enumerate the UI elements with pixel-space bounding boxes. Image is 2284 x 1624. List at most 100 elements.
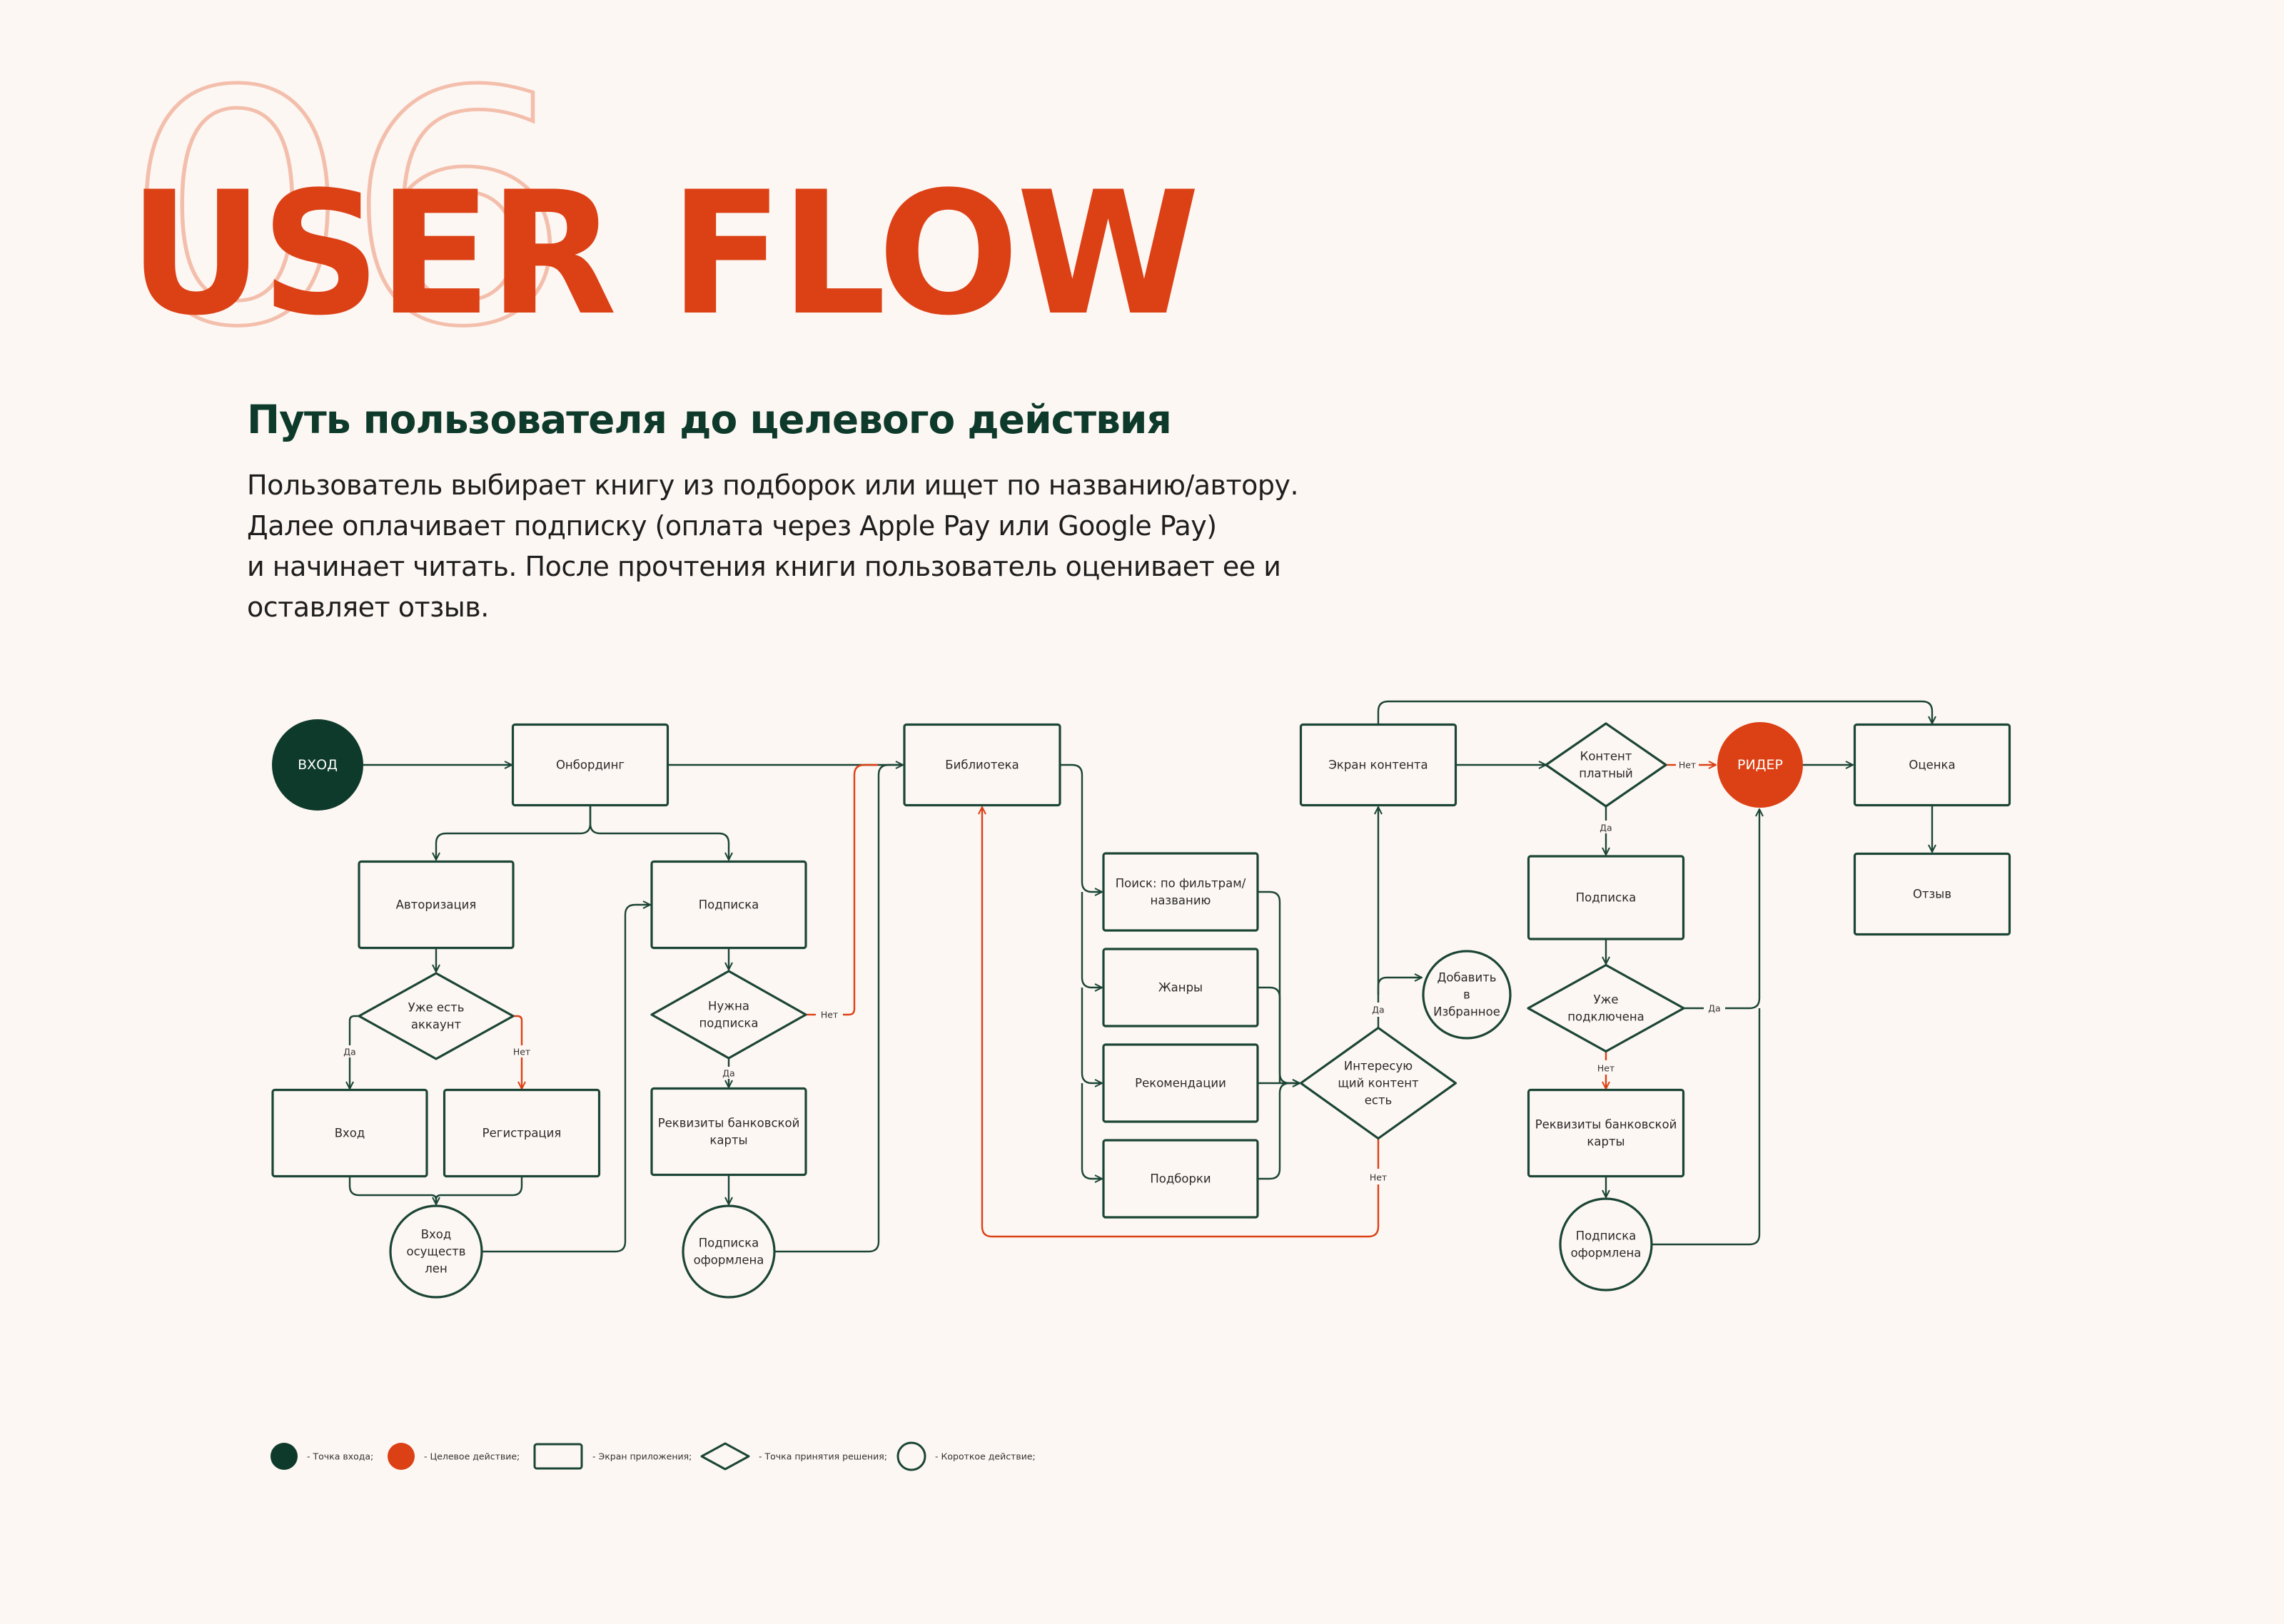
short-action-shape: [389, 1204, 483, 1299]
decision-shape: [358, 972, 515, 1060]
edge-label-yes: Да: [722, 1068, 734, 1079]
node-has-account: Уже есть аккаунт: [358, 972, 515, 1060]
screen-shape: [443, 1088, 601, 1178]
legend-label: - Экран приложения;: [592, 1451, 692, 1462]
screen-shape: [1102, 1139, 1259, 1219]
node-card-details-left: Реквизиты банковской карты: [650, 1087, 807, 1177]
edge-label-yes: Да: [1600, 823, 1612, 833]
node-label: щий контент: [1338, 1077, 1419, 1090]
node-label: Рекомендации: [1135, 1077, 1226, 1090]
node-label: аккаунт: [411, 1018, 462, 1032]
legend-item-screen: - Экран приложения;: [533, 1443, 692, 1470]
node-label: Подписка: [1576, 891, 1637, 905]
node-onboarding: Онбординг: [511, 723, 669, 807]
node-label: есть: [1365, 1094, 1393, 1107]
screen-shape: [1102, 852, 1259, 932]
node-subscribed-right: Подписка оформлена: [1559, 1197, 1653, 1291]
edge-onboarding-authorization: [436, 806, 592, 860]
edge-interesting-favorites: [1377, 978, 1422, 995]
node-label: карты: [1587, 1135, 1624, 1149]
edge-subscribed-right-reader: [1652, 1008, 1761, 1246]
node-label: Нужна: [708, 1000, 749, 1013]
edge-label-no: Нет: [1597, 1063, 1615, 1074]
node-label: подключена: [1567, 1010, 1644, 1024]
decision-shape: [650, 970, 807, 1060]
edges-layer: [348, 700, 1932, 1253]
legend-label: - Короткое действие;: [935, 1451, 1036, 1462]
node-rating: Оценка: [1853, 723, 2011, 807]
node-subscription-right: Подписка: [1527, 855, 1685, 940]
node-login: Вход: [271, 1088, 428, 1178]
screen-shape: [1853, 723, 2011, 807]
node-subscription-left: Подписка: [650, 860, 807, 950]
node-genres: Жанры: [1102, 948, 1259, 1027]
screen-shape: [1527, 1088, 1685, 1178]
edge-label-yes: Да: [1708, 1003, 1720, 1014]
node-label: платный: [1579, 767, 1633, 781]
edge-connected-yes-b: [1725, 809, 1759, 1010]
edge-subscribed-left-library: [774, 763, 899, 1253]
edge-library-recommendations: [1081, 988, 1102, 1083]
decision-swatch-icon: [700, 1442, 750, 1471]
section-number-outline: 06: [121, 24, 575, 397]
node-label: Подписка: [699, 898, 759, 912]
entry-swatch-icon: [271, 1443, 298, 1470]
edge-need-no-b: [843, 763, 878, 1016]
node-label: оформлена: [1571, 1247, 1642, 1260]
node-label: Регистрация: [482, 1127, 562, 1140]
screen-shape: [1102, 1043, 1259, 1123]
screen-shape: [511, 723, 669, 807]
node-label: осуществ: [406, 1245, 465, 1259]
node-review: Отзыв: [1853, 852, 2011, 936]
node-label: Авторизация: [396, 898, 477, 912]
entry-shape: [272, 719, 363, 811]
edge-label-no: Нет: [821, 1010, 838, 1020]
node-label: Отзыв: [1913, 888, 1951, 901]
legend-item-entry: - Точка входа;: [271, 1443, 373, 1470]
edge-label-no: Нет: [1370, 1172, 1387, 1183]
short-action-swatch-icon: [896, 1441, 926, 1471]
node-label: Реквизиты банковской: [1535, 1118, 1677, 1132]
edge-content-rating: [1377, 700, 1932, 725]
screen-shape: [903, 723, 1061, 807]
node-label: в: [1463, 988, 1470, 1002]
edge-label-no: Нет: [1679, 760, 1696, 771]
description: Пользователь выбирает книгу из подборок …: [247, 465, 1389, 628]
node-label: Онбординг: [556, 758, 625, 772]
edge-login-logged-in: [348, 1177, 436, 1204]
node-authorization: Авторизация: [358, 860, 515, 950]
node-need-subscription: Нужна подписка: [650, 970, 807, 1060]
node-label: Экран контента: [1328, 758, 1428, 772]
legend: - Точка входа;- Целевое действие;- Экран…: [271, 1441, 1036, 1471]
node-label: Интересую: [1344, 1060, 1413, 1073]
edge-label-yes: Да: [1372, 1005, 1384, 1015]
short-action-shape: [682, 1204, 776, 1299]
legend-label: - Точка принятия решения;: [759, 1451, 887, 1462]
node-label: Подписка: [1576, 1229, 1637, 1243]
legend-label: - Точка входа;: [307, 1451, 373, 1462]
edge-registration-logged-in: [435, 1177, 523, 1204]
node-label: подписка: [699, 1017, 759, 1030]
node-search: Поиск: по фильтрам/названию: [1102, 852, 1259, 932]
node-label: Избранное: [1433, 1005, 1500, 1019]
node-label: Реквизиты банковской: [658, 1117, 800, 1130]
node-label: Поиск: по фильтрам/: [1116, 877, 1246, 890]
screen-shape: [1102, 948, 1259, 1027]
node-label: Уже есть: [408, 1001, 465, 1015]
node-reader: РИДЕР: [1717, 722, 1803, 808]
screen-shape: [650, 1087, 807, 1177]
edge-interesting-no-b: [982, 807, 1380, 1238]
node-label: карты: [709, 1134, 747, 1147]
target-shape: [1717, 722, 1803, 808]
node-label: оформлена: [694, 1254, 764, 1267]
edge-onboarding-subscription: [589, 806, 729, 860]
decision-shape: [1545, 722, 1667, 808]
node-registration: Регистрация: [443, 1088, 601, 1178]
node-label: Уже: [1593, 993, 1618, 1007]
decision-shape: [1527, 963, 1685, 1053]
node-already-connected: Уже подключена: [1527, 963, 1685, 1053]
node-label: Оценка: [1909, 758, 1955, 772]
